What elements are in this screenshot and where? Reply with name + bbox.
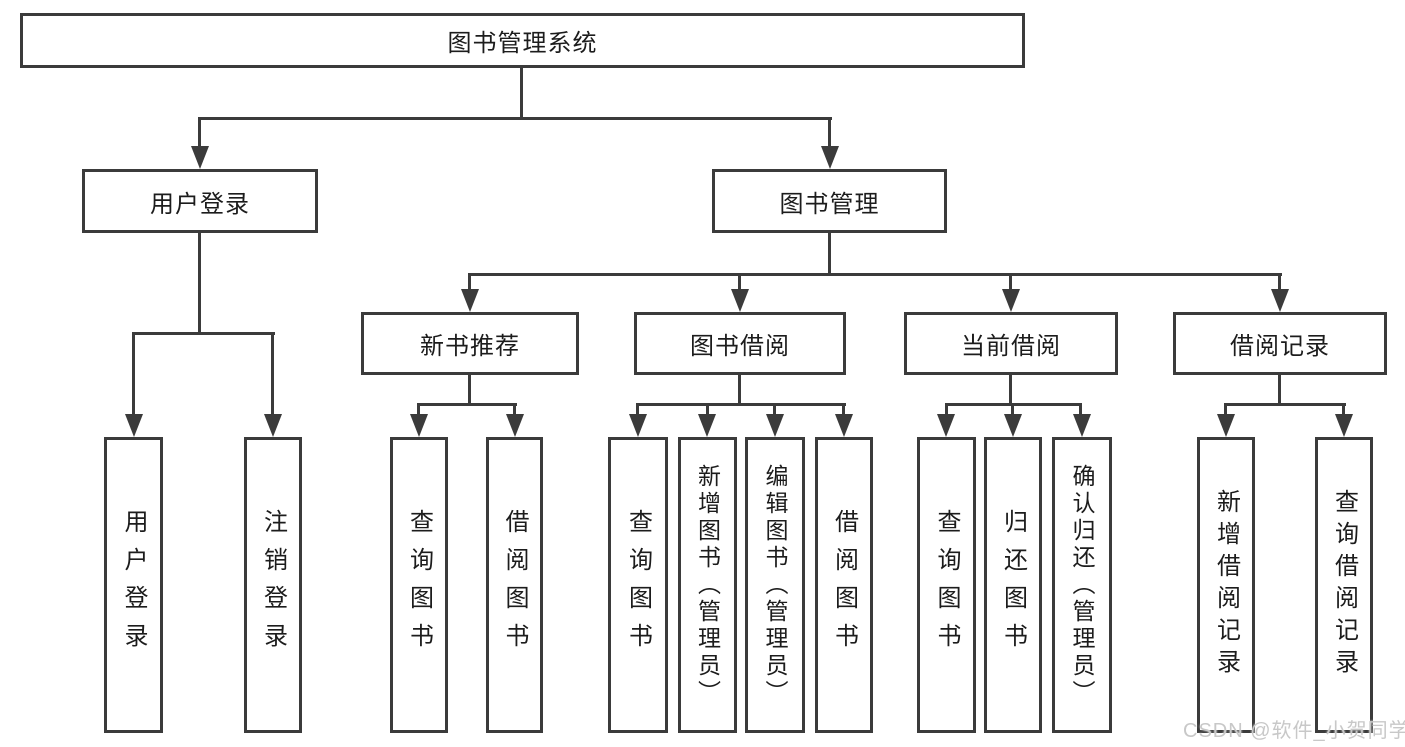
arrowhead: [937, 414, 955, 437]
node-query-books-borrow-label: 查询图书: [624, 509, 652, 661]
arrowhead: [461, 289, 479, 312]
node-user-login: 用户登录: [82, 169, 318, 233]
node-borrow-books-leaf-label: 借阅图书: [830, 509, 858, 661]
connector-drop: [1342, 403, 1345, 416]
connector-user-login-stem: [198, 233, 201, 334]
arrowhead: [125, 414, 143, 437]
connector-user-login-bus: [132, 332, 275, 335]
arrowhead: [629, 414, 647, 437]
node-book-borrow-label: 图书借阅: [690, 333, 790, 360]
node-query-borrow-record: 查询借阅记录: [1315, 437, 1373, 733]
connector-drop: [468, 273, 471, 291]
connector-stem: [1278, 375, 1281, 405]
node-user-login-label: 用户登录: [150, 190, 250, 218]
connector-drop: [1079, 403, 1082, 416]
connector-drop: [1009, 273, 1012, 291]
node-borrow-records: 借阅记录: [1173, 312, 1387, 375]
node-new-book-recommend: 新书推荐: [361, 312, 579, 375]
connector-l2-bus: [198, 117, 832, 120]
arrowhead: [766, 414, 784, 437]
node-borrow-books-recommend-label: 借阅图书: [501, 509, 528, 661]
node-borrow-books-recommend: 借阅图书: [486, 437, 543, 733]
node-edit-book-admin-label: 编辑图书（管理员）: [762, 463, 788, 707]
node-add-book-admin-label: 新增图书（管理员）: [694, 463, 721, 707]
node-query-books-borrow: 查询图书: [608, 437, 668, 733]
connector-drop: [945, 403, 948, 416]
connector-drop: [1278, 273, 1281, 291]
node-user-login-leaf: 用户登录: [104, 437, 163, 733]
connector-stem: [468, 375, 471, 405]
node-query-borrow-record-label: 查询借阅记录: [1330, 489, 1358, 681]
connector-bus: [636, 403, 846, 406]
connector-drop: [773, 403, 776, 416]
arrowhead: [410, 414, 428, 437]
node-add-borrow-record-label: 新增借阅记录: [1212, 489, 1240, 681]
node-current-borrow-label: 当前借阅: [961, 333, 1061, 360]
node-return-books: 归还图书: [984, 437, 1042, 733]
connector-stem: [1009, 375, 1012, 405]
arrowhead: [1004, 414, 1022, 437]
arrowhead: [731, 289, 749, 312]
node-edit-book-admin: 编辑图书（管理员）: [745, 437, 805, 733]
arrowhead: [821, 146, 839, 169]
connector-drop: [706, 403, 709, 416]
connector-l2-drop-right: [828, 117, 831, 148]
connector-drop: [842, 403, 845, 416]
arrowhead: [1217, 414, 1235, 437]
node-new-book-recommend-label: 新书推荐: [420, 333, 520, 360]
node-book-borrow: 图书借阅: [634, 312, 846, 375]
node-current-borrow: 当前借阅: [904, 312, 1118, 375]
connector-drop: [417, 403, 420, 416]
arrowhead: [698, 414, 716, 437]
connector-stem: [738, 375, 741, 405]
arrowhead: [1335, 414, 1353, 437]
connector-l3-bus: [468, 273, 1282, 276]
node-query-books-recommend: 查询图书: [390, 437, 448, 733]
connector-drop: [513, 403, 516, 416]
arrowhead: [264, 414, 282, 437]
node-user-login-leaf-label: 用户登录: [120, 509, 147, 661]
connector-drop: [271, 332, 274, 416]
node-book-management-label: 图书管理: [779, 190, 880, 218]
connector-book-mgmt-stem: [828, 233, 831, 275]
node-query-books-recommend-label: 查询图书: [405, 509, 433, 661]
node-return-books-label: 归还图书: [999, 509, 1027, 661]
node-confirm-return-admin: 确认归还（管理员）: [1052, 437, 1112, 733]
arrowhead: [1002, 289, 1020, 312]
connector-bus: [417, 403, 517, 406]
connector-drop: [636, 403, 639, 416]
node-confirm-return-admin-label: 确认归还（管理员）: [1069, 463, 1095, 707]
arrowhead: [1271, 289, 1289, 312]
node-logout-label: 注销登录: [259, 509, 287, 661]
node-book-management: 图书管理: [712, 169, 947, 233]
connector-drop: [738, 273, 741, 291]
node-add-book-admin: 新增图书（管理员）: [678, 437, 737, 733]
node-query-books-current: 查询图书: [917, 437, 976, 733]
connector-drop: [1224, 403, 1227, 416]
node-logout: 注销登录: [244, 437, 302, 733]
connector-drop: [1011, 403, 1014, 416]
node-root: 图书管理系统: [20, 13, 1025, 68]
node-root-label: 图书管理系统: [447, 30, 598, 57]
connector-l2-drop-left: [198, 117, 201, 148]
arrowhead: [835, 414, 853, 437]
arrowhead: [506, 414, 524, 437]
arrowhead: [1073, 414, 1091, 437]
arrowhead: [191, 146, 209, 169]
connector-drop: [132, 332, 135, 416]
connector-bus: [1224, 403, 1346, 406]
node-borrow-records-label: 借阅记录: [1230, 333, 1330, 360]
node-add-borrow-record: 新增借阅记录: [1197, 437, 1255, 733]
node-query-books-current-label: 查询图书: [933, 509, 960, 661]
connector-root-stem: [520, 68, 523, 118]
node-borrow-books-leaf: 借阅图书: [815, 437, 873, 733]
